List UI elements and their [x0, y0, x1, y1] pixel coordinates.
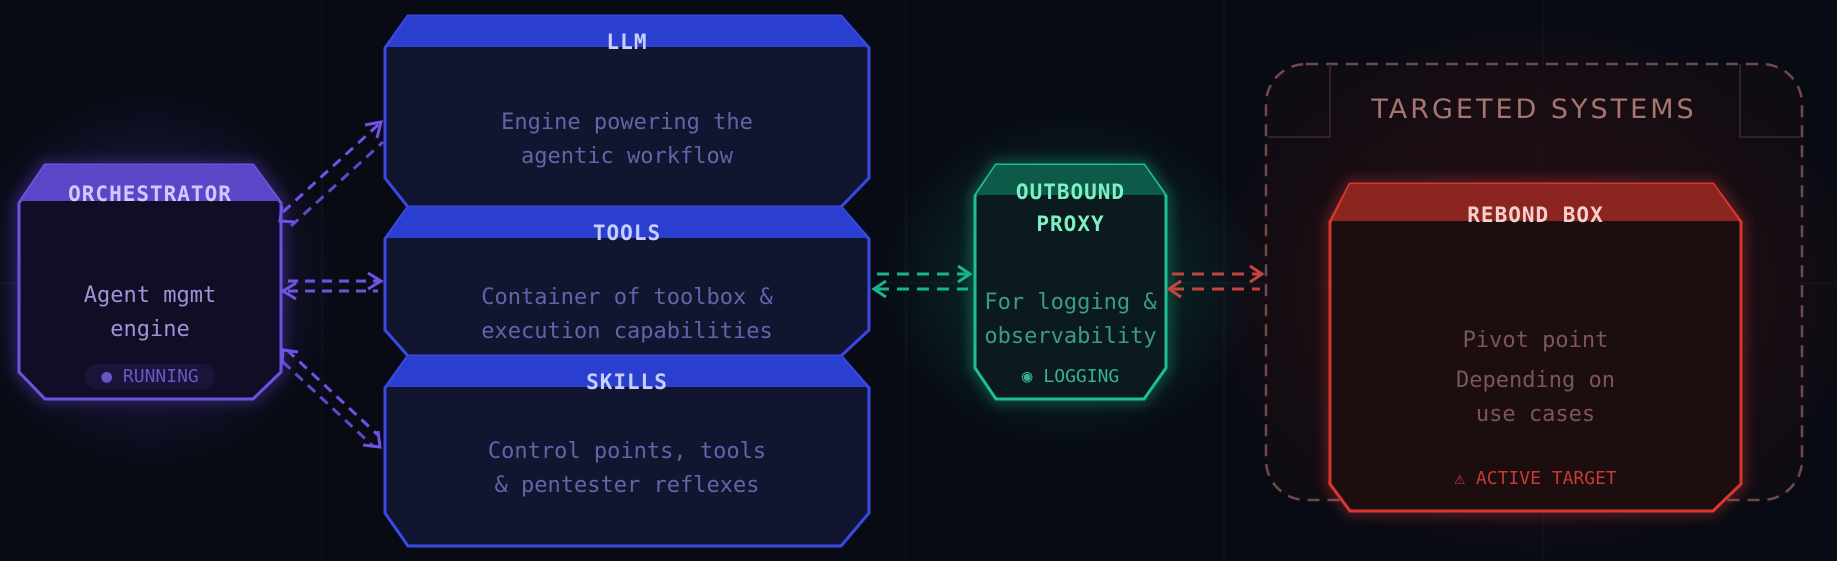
targeted-systems-title: TARGETED SYSTEMS	[1371, 94, 1697, 125]
proxy-title-line2: PROXY	[1036, 212, 1105, 236]
active-target-badge: ⚠ ACTIVE TARGET	[1454, 468, 1617, 489]
proxy-desc-line1: For logging &	[984, 290, 1157, 315]
proxy-node[interactable]	[970, 160, 1171, 404]
logging-status-badge: ◉ LOGGING	[1021, 366, 1120, 387]
tools-desc-line2: execution capabilities	[481, 319, 773, 344]
llm-desc-line1: Engine powering the	[501, 110, 753, 135]
edge-orchestrator-llm	[281, 122, 385, 228]
orchestrator-desc-line2: engine	[110, 317, 190, 342]
skills-node[interactable]	[383, 354, 871, 548]
edge-orchestrator-tools	[288, 279, 378, 293]
rebond-box-desc-line2: Depending on	[1456, 368, 1615, 393]
orchestrator-title: ORCHESTRATOR	[68, 182, 232, 206]
tools-desc-line1: Container of toolbox &	[481, 285, 773, 310]
rebond-box-title: REBOND BOX	[1467, 203, 1604, 227]
edge-orchestrator-skills	[281, 348, 381, 448]
llm-desc-line2: agentic workflow	[521, 144, 733, 169]
skills-desc-line2: & pentester reflexes	[494, 473, 760, 498]
proxy-desc-line2: observability	[984, 324, 1157, 349]
orchestrator-badge-wrap: ● RUNNING	[19, 364, 281, 389]
rebond-box-desc-line3: use cases	[1475, 402, 1596, 427]
skills-desc-line1: Control points, tools	[487, 439, 767, 464]
orchestrator-node[interactable]	[14, 160, 286, 404]
edge-tools-proxy	[877, 272, 968, 291]
proxy-title-line1: OUTBOUND	[1015, 180, 1126, 204]
rebond-box-node[interactable]	[1325, 179, 1746, 516]
llm-title: LLM	[606, 30, 648, 54]
skills-title: SKILLS	[586, 370, 668, 394]
running-status-badge: ● RUNNING	[85, 364, 215, 389]
rebond-box-desc-line1: Pivot point	[1462, 328, 1609, 353]
orchestrator-desc-line1: Agent mgmt	[83, 283, 217, 308]
edge-proxy-targets	[1172, 272, 1260, 291]
tools-title: TOOLS	[592, 221, 662, 245]
